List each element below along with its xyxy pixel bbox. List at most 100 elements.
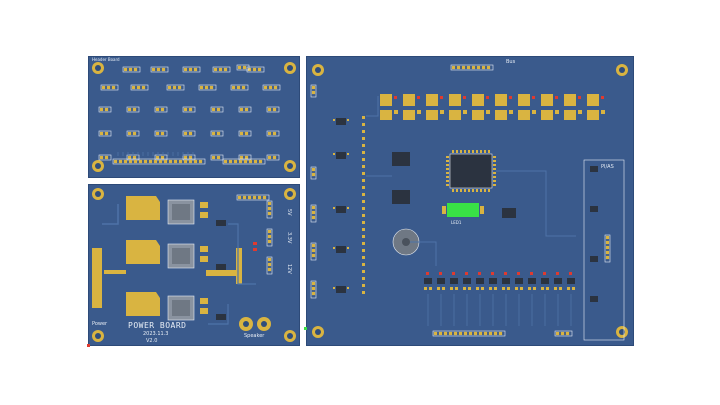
top-header-4-pin [218,67,223,72]
mcu-pin-right [493,156,496,158]
left-ic-pad [333,287,335,289]
top-header-3-outline [182,66,201,73]
right-header-pin [605,250,610,255]
bottom-mosfet-9 [528,278,536,284]
row5-header-3-pin [155,155,160,160]
mcu-pin-bottom [484,189,486,192]
row3-header-6-outline [238,106,252,113]
bottom-mosfet-10 [541,278,549,284]
bottom-header-pin [493,331,498,336]
side-label-12v: 12V [286,264,292,274]
driver-pad-4 [449,110,461,120]
regulator-pad-3 [126,292,160,316]
driver-res-7 [532,110,536,114]
bottom-pad [463,287,466,290]
speaker-label: Speaker [244,333,265,339]
bottom-long-header-pin [163,159,168,164]
mcu-break-pin [362,256,365,259]
row3-header-5-outline [210,106,224,113]
bottom-long-header-pin [133,159,138,164]
driver-led-3 [440,96,443,99]
row4-header-2-pin [127,131,132,136]
driver-tab-4 [449,94,461,106]
top-header-1-pin [123,67,128,72]
left-ic-pad [347,207,349,209]
bottom-long-header-pin [123,159,128,164]
left-header-1-pin [311,90,316,95]
bottom-short-header-pin [248,159,253,164]
row4-header-5-pin [216,131,221,136]
led-pad-right [480,206,484,214]
top-header-3-pin [183,67,188,72]
row2-header-4-outline [198,84,217,91]
top-header-5-pin [257,67,262,72]
mount-hole [287,65,293,71]
row3-header-1-pin [99,107,104,112]
bottom-short-header-pin [223,159,228,164]
bottom-right-header-pin [565,331,570,336]
bottom-long-header-pin [173,159,178,164]
driver-pad-9 [564,110,576,120]
mount-hole [315,67,321,73]
ic-u4 [392,190,410,204]
mcu-break-pin [362,193,365,196]
mcu-pin-bottom [452,189,454,192]
bottom-led-5 [478,272,481,275]
right-header-pin [605,240,610,245]
bottom-short-header-pin [258,159,263,164]
corner-mark-green [304,327,307,330]
bottom-led-10 [543,272,546,275]
out-header-3v3-pin [267,234,272,239]
out-header-5v-pin [267,211,272,216]
mcu-break-pin [362,207,365,210]
left-ic-pad [333,153,335,155]
copper-trace [228,223,256,285]
left-header-2-pin [311,167,316,172]
board1-top-label: Header Board [92,57,120,62]
row2-header-5-pin [236,85,241,90]
row2-header-5-outline [230,84,249,91]
bottom-long-header-pin [143,159,148,164]
mcu-pin-top [480,150,482,153]
mcu-break-pin [362,165,365,168]
driver-pad-3 [426,110,438,120]
ic-u3 [392,152,410,166]
bottom-header-pin [453,331,458,336]
top-header-2-outline [150,66,169,73]
driver-pad-5 [472,110,484,120]
cap-pad-b-3 [200,308,208,314]
bottom-long-header-pin [128,159,133,164]
row3-header-2-outline [126,106,140,113]
driver-led-4 [463,96,466,99]
mount-hole [619,67,625,73]
row5-header-4-pin [188,155,193,160]
mcu-pin-left [446,168,449,170]
out-header-3v3-outline [266,228,273,247]
top-header-4-pin [213,67,218,72]
row5-header-5-pin [211,155,216,160]
driver-res-4 [463,110,467,114]
right-header-pin [605,245,610,250]
left-ic-pad [347,153,349,155]
bottom-right-header-outline [554,330,573,337]
mcu-pin-top [476,150,478,153]
row2-header-2-outline [130,84,149,91]
right-header-pin [605,255,610,260]
power-out-header-outline [236,194,270,201]
power-board-title: POWER BOARD [128,321,187,330]
row3-header-7-pin [267,107,272,112]
bottom-mosfet-1 [424,278,432,284]
mcu-break-pin [362,144,365,147]
driver-res-1 [394,110,398,114]
bottom-pad [455,287,458,290]
mcu-pin-left [446,160,449,162]
left-header-3-pin [311,205,316,210]
bottom-long-header-pin [138,159,143,164]
small-ic-1 [216,220,226,226]
power-out-header-pin [242,195,247,200]
bottom-short-header-pin [253,159,258,164]
pour-strip-1 [104,270,126,274]
driver-led-10 [601,96,604,99]
row2-header-6-pin [268,85,273,90]
mcu-break-pin [362,263,365,266]
